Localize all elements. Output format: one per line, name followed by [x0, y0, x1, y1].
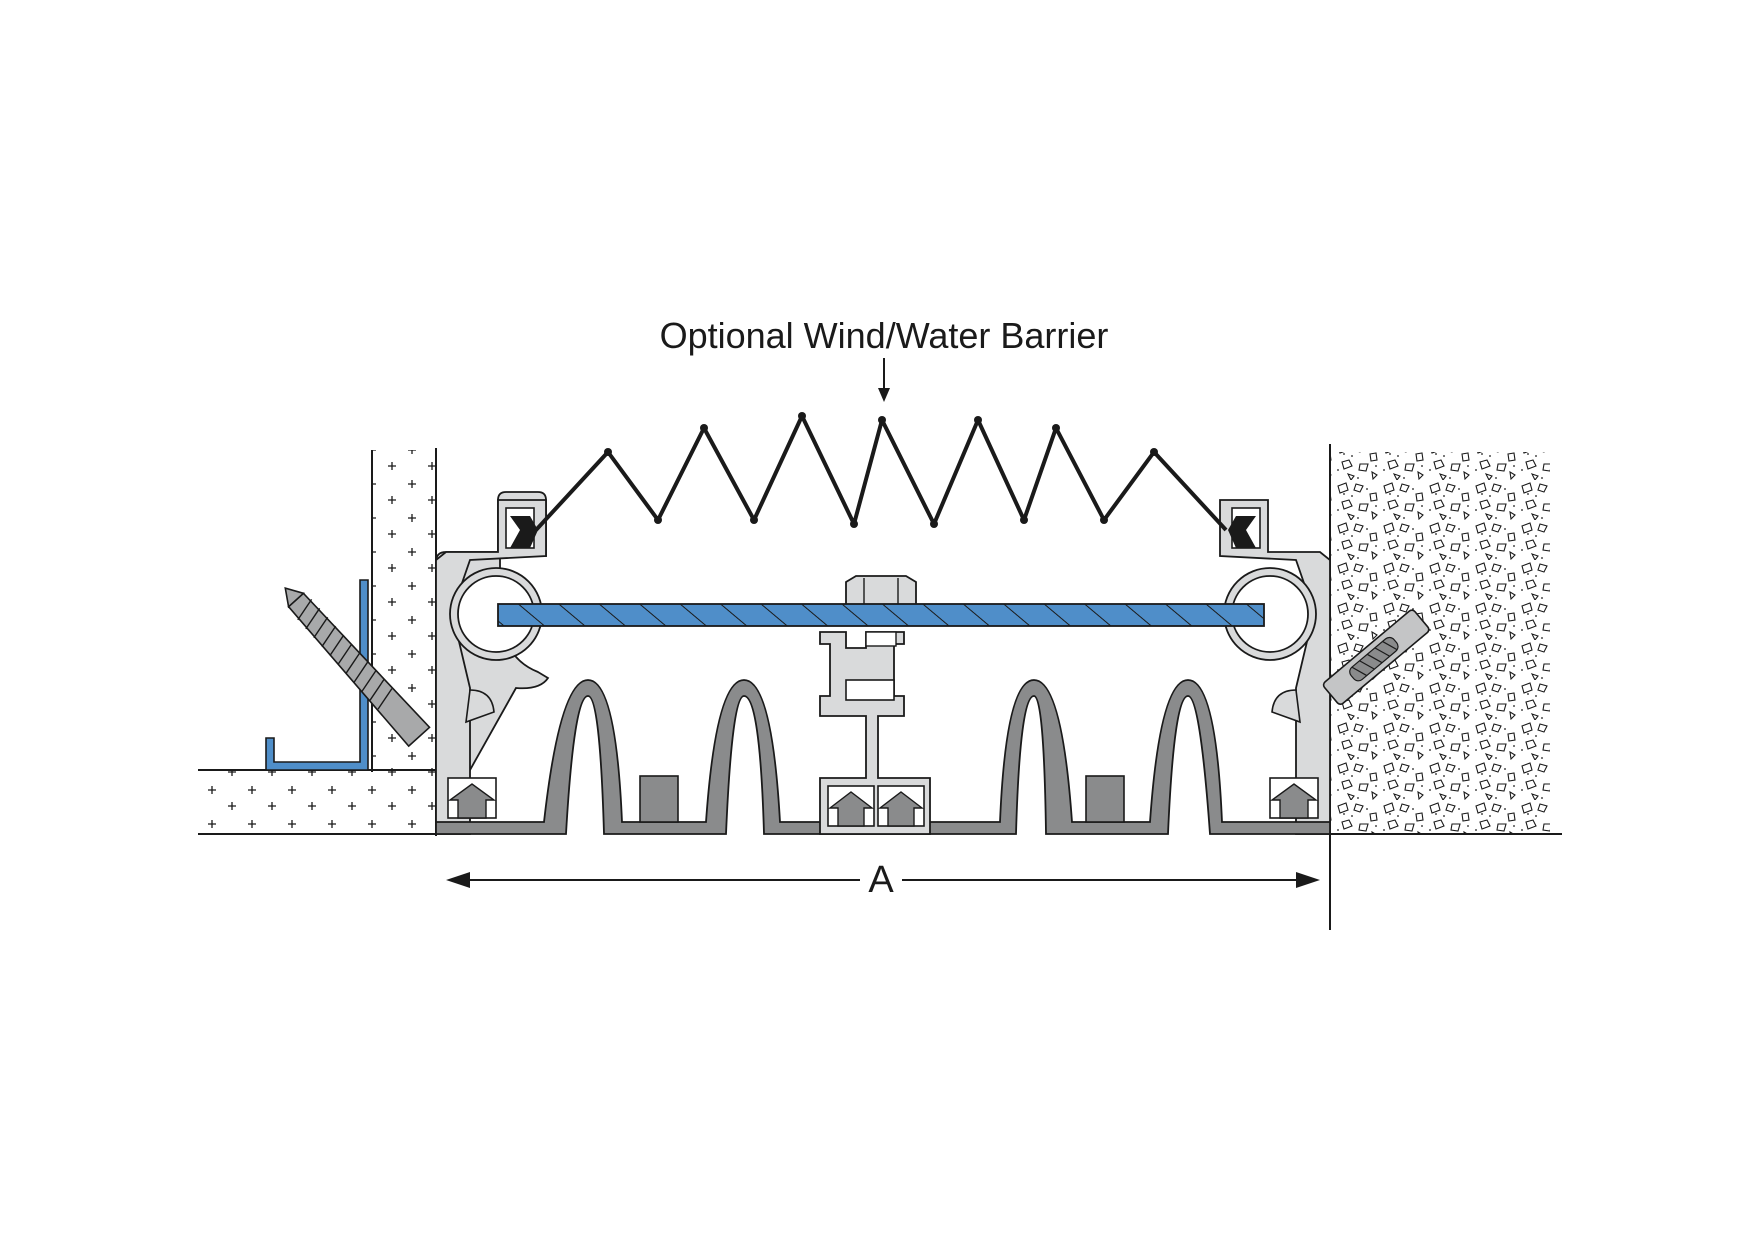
bellows-seal: [435, 679, 1331, 835]
left-frame-extrusion: [435, 491, 550, 835]
wood-screw: [284, 586, 431, 748]
center-spine: [819, 631, 931, 835]
angle-flange: [265, 579, 369, 771]
hex-bolt: [845, 575, 917, 607]
barrier-bead-points: [604, 412, 1158, 528]
barrier-label: Optional Wind/Water Barrier: [660, 315, 1109, 356]
right-frame-extrusion: [1219, 499, 1331, 835]
dimension-label: A: [868, 859, 894, 901]
barrier-callout-arrow: [878, 358, 890, 402]
concrete-anchor: [1322, 609, 1430, 706]
left-wall-substrate: [198, 448, 437, 836]
seal-key-left: [639, 775, 679, 823]
dimension-line: [446, 872, 1320, 888]
wind-water-barrier: [534, 414, 1228, 532]
right-concrete-substrate: [1329, 444, 1562, 930]
cover-plate: [497, 603, 1265, 627]
seal-key-right: [1085, 775, 1125, 823]
